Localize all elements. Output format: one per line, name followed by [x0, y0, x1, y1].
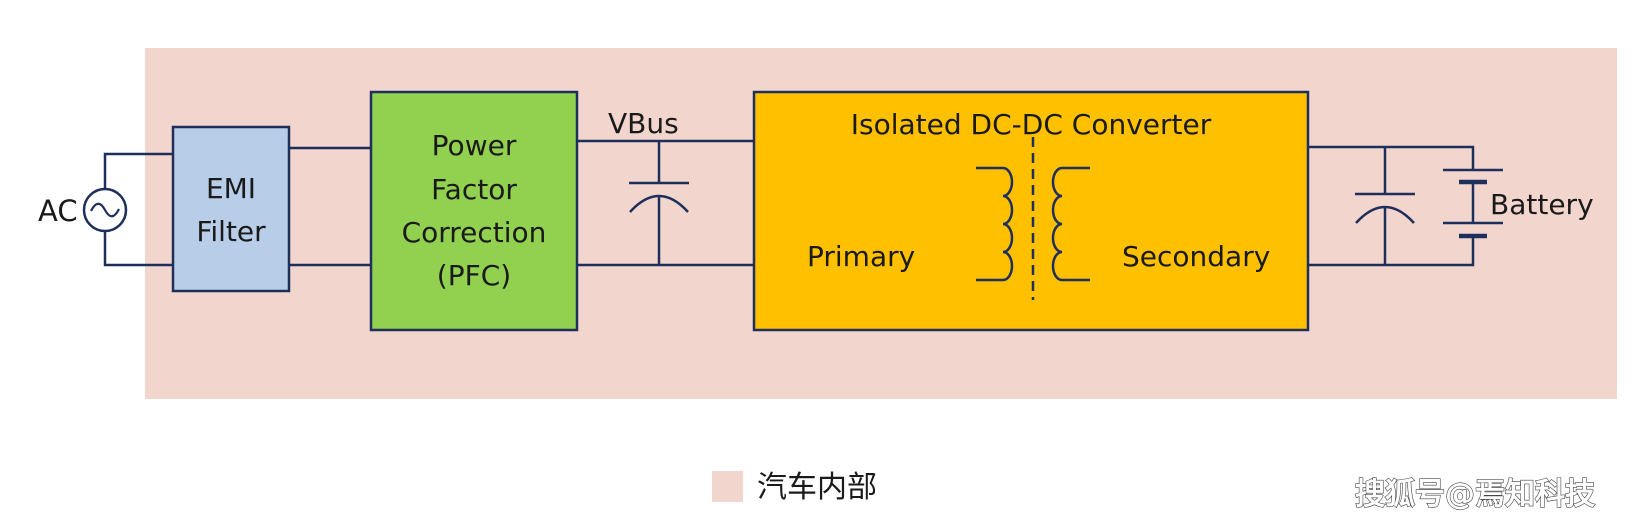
- vbus-label: VBus: [608, 107, 679, 140]
- wire-out-top: [1308, 145, 1475, 170]
- dcdc-secondary-label: Secondary: [1122, 240, 1270, 273]
- capacitor-icon: [629, 141, 689, 265]
- dcdc-title: Isolated DC-DC Converter: [851, 108, 1212, 141]
- transformer-icon: [976, 137, 1090, 300]
- wire-ac-emi-top: [103, 152, 173, 189]
- emi-label-line2: Filter: [196, 215, 266, 248]
- ac-label: AC: [38, 194, 78, 228]
- legend-swatch: [712, 471, 743, 502]
- dcdc-primary-label: Primary: [807, 240, 915, 273]
- wire-out-bottom: [1308, 236, 1475, 267]
- emi-label-line1: EMI: [206, 172, 256, 205]
- pfc-label-line4: (PFC): [437, 259, 511, 292]
- battery-icon: [1443, 168, 1503, 239]
- ac-source-icon: [82, 187, 128, 233]
- emi-filter-block: [171, 125, 291, 293]
- legend-label: 汽车内部: [757, 470, 877, 505]
- wire-ac-emi-bottom: [103, 231, 173, 267]
- battery-label: Battery: [1490, 188, 1594, 221]
- pfc-label-line1: Power: [432, 129, 517, 162]
- output-capacitor-icon: [1355, 147, 1415, 265]
- pfc-label-line3: Correction: [402, 216, 547, 249]
- pfc-block: [369, 90, 579, 332]
- watermark: 搜狐号@焉知科技: [1355, 477, 1595, 512]
- dcdc-converter-block: [752, 90, 1310, 332]
- pfc-label-line2: Factor: [431, 173, 517, 206]
